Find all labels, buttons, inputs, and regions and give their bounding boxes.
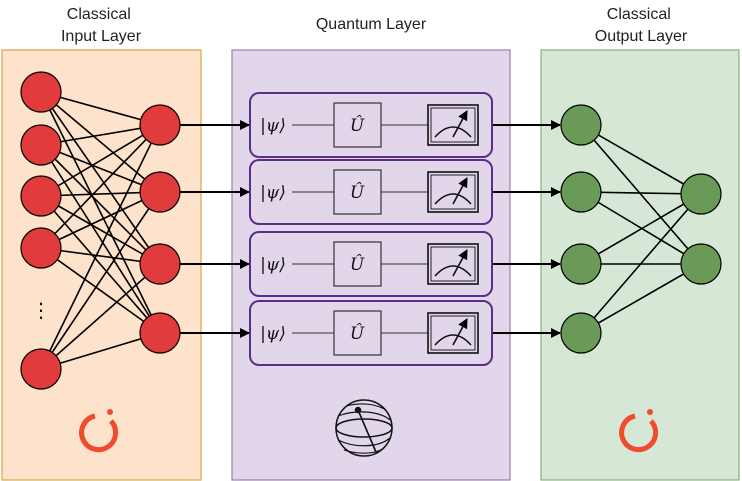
hidden-node	[139, 243, 181, 285]
unitary-gate-label: Û	[350, 182, 365, 203]
output-node	[680, 243, 722, 285]
output-edge	[580, 124, 702, 195]
input-edge	[40, 144, 161, 193]
unitary-gate-box	[333, 310, 382, 356]
input-edge	[40, 247, 161, 334]
input-edge	[40, 144, 161, 265]
output-layer-title: Classical Output Layer	[595, 6, 688, 45]
output-edge	[580, 193, 702, 265]
state-label: |ψ⟩	[260, 324, 286, 344]
input-ellipsis: ⋮	[31, 298, 51, 322]
unitary-gate-box	[333, 102, 382, 148]
input-edge	[40, 195, 161, 334]
input-node	[20, 348, 62, 390]
quantum-circuit-row: |ψ⟩ Û	[249, 92, 493, 158]
input-edge	[40, 91, 161, 334]
hidden-node	[139, 312, 181, 354]
hidden-node	[139, 104, 181, 146]
network-nodes	[20, 71, 722, 390]
hidden-node	[139, 171, 181, 213]
input-node	[20, 124, 62, 166]
input-edge	[40, 91, 161, 265]
unitary-gate-label: Û	[350, 115, 365, 136]
measurement-icon	[427, 243, 479, 285]
quantum-layer-title: Quantum Layer	[316, 16, 427, 33]
input-edge	[40, 124, 161, 370]
input-edge	[40, 191, 161, 370]
layer-arrows	[180, 120, 561, 338]
input-node	[20, 227, 62, 269]
pytorch-icon	[619, 409, 659, 453]
input-edge	[40, 332, 161, 370]
input-layer-title: Classical Input Layer	[61, 6, 142, 45]
output-input-node	[560, 104, 602, 146]
quantum-circuit-row: |ψ⟩ Û	[249, 300, 493, 366]
quantum-circuit-row: |ψ⟩ Û	[249, 159, 493, 225]
bloch-sphere-icon	[335, 399, 393, 457]
state-label: |ψ⟩	[260, 255, 286, 275]
circuit-box	[249, 300, 493, 366]
input-edge	[40, 195, 161, 265]
pytorch-icon	[79, 409, 119, 453]
output-edge	[580, 263, 702, 334]
output-input-node	[560, 243, 602, 285]
circuit-box	[249, 92, 493, 158]
unitary-gate-box	[333, 169, 382, 215]
input-node	[20, 71, 62, 113]
measurement-icon	[427, 104, 479, 146]
circuit-box	[249, 159, 493, 225]
input-edge	[40, 124, 161, 197]
quantum-layer-panel	[231, 49, 511, 481]
input-edge	[40, 91, 161, 193]
output-edge	[580, 191, 702, 265]
output-input-node	[560, 171, 602, 213]
measurement-icon	[427, 171, 479, 213]
circuit-box	[249, 231, 493, 297]
output-node	[680, 173, 722, 215]
state-label: |ψ⟩	[260, 116, 286, 136]
unitary-gate-label: Û	[350, 323, 365, 344]
quantum-circuit-row: |ψ⟩ Û	[249, 231, 493, 297]
quantum-circuits: |ψ⟩ Û |ψ⟩ Û |ψ⟩ Û |ψ⟩ Û	[249, 92, 493, 366]
measurement-icon	[427, 312, 479, 354]
input-edge	[40, 144, 161, 334]
input-edge	[40, 263, 161, 370]
unitary-gate-box	[333, 241, 382, 287]
unitary-gate-label: Û	[350, 254, 365, 275]
input-edge	[40, 191, 161, 249]
output-edge	[580, 124, 702, 265]
state-label: |ψ⟩	[260, 183, 286, 203]
input-edge	[40, 124, 161, 249]
output-edge	[580, 193, 702, 334]
input-node	[20, 175, 62, 217]
output-input-node	[560, 312, 602, 354]
